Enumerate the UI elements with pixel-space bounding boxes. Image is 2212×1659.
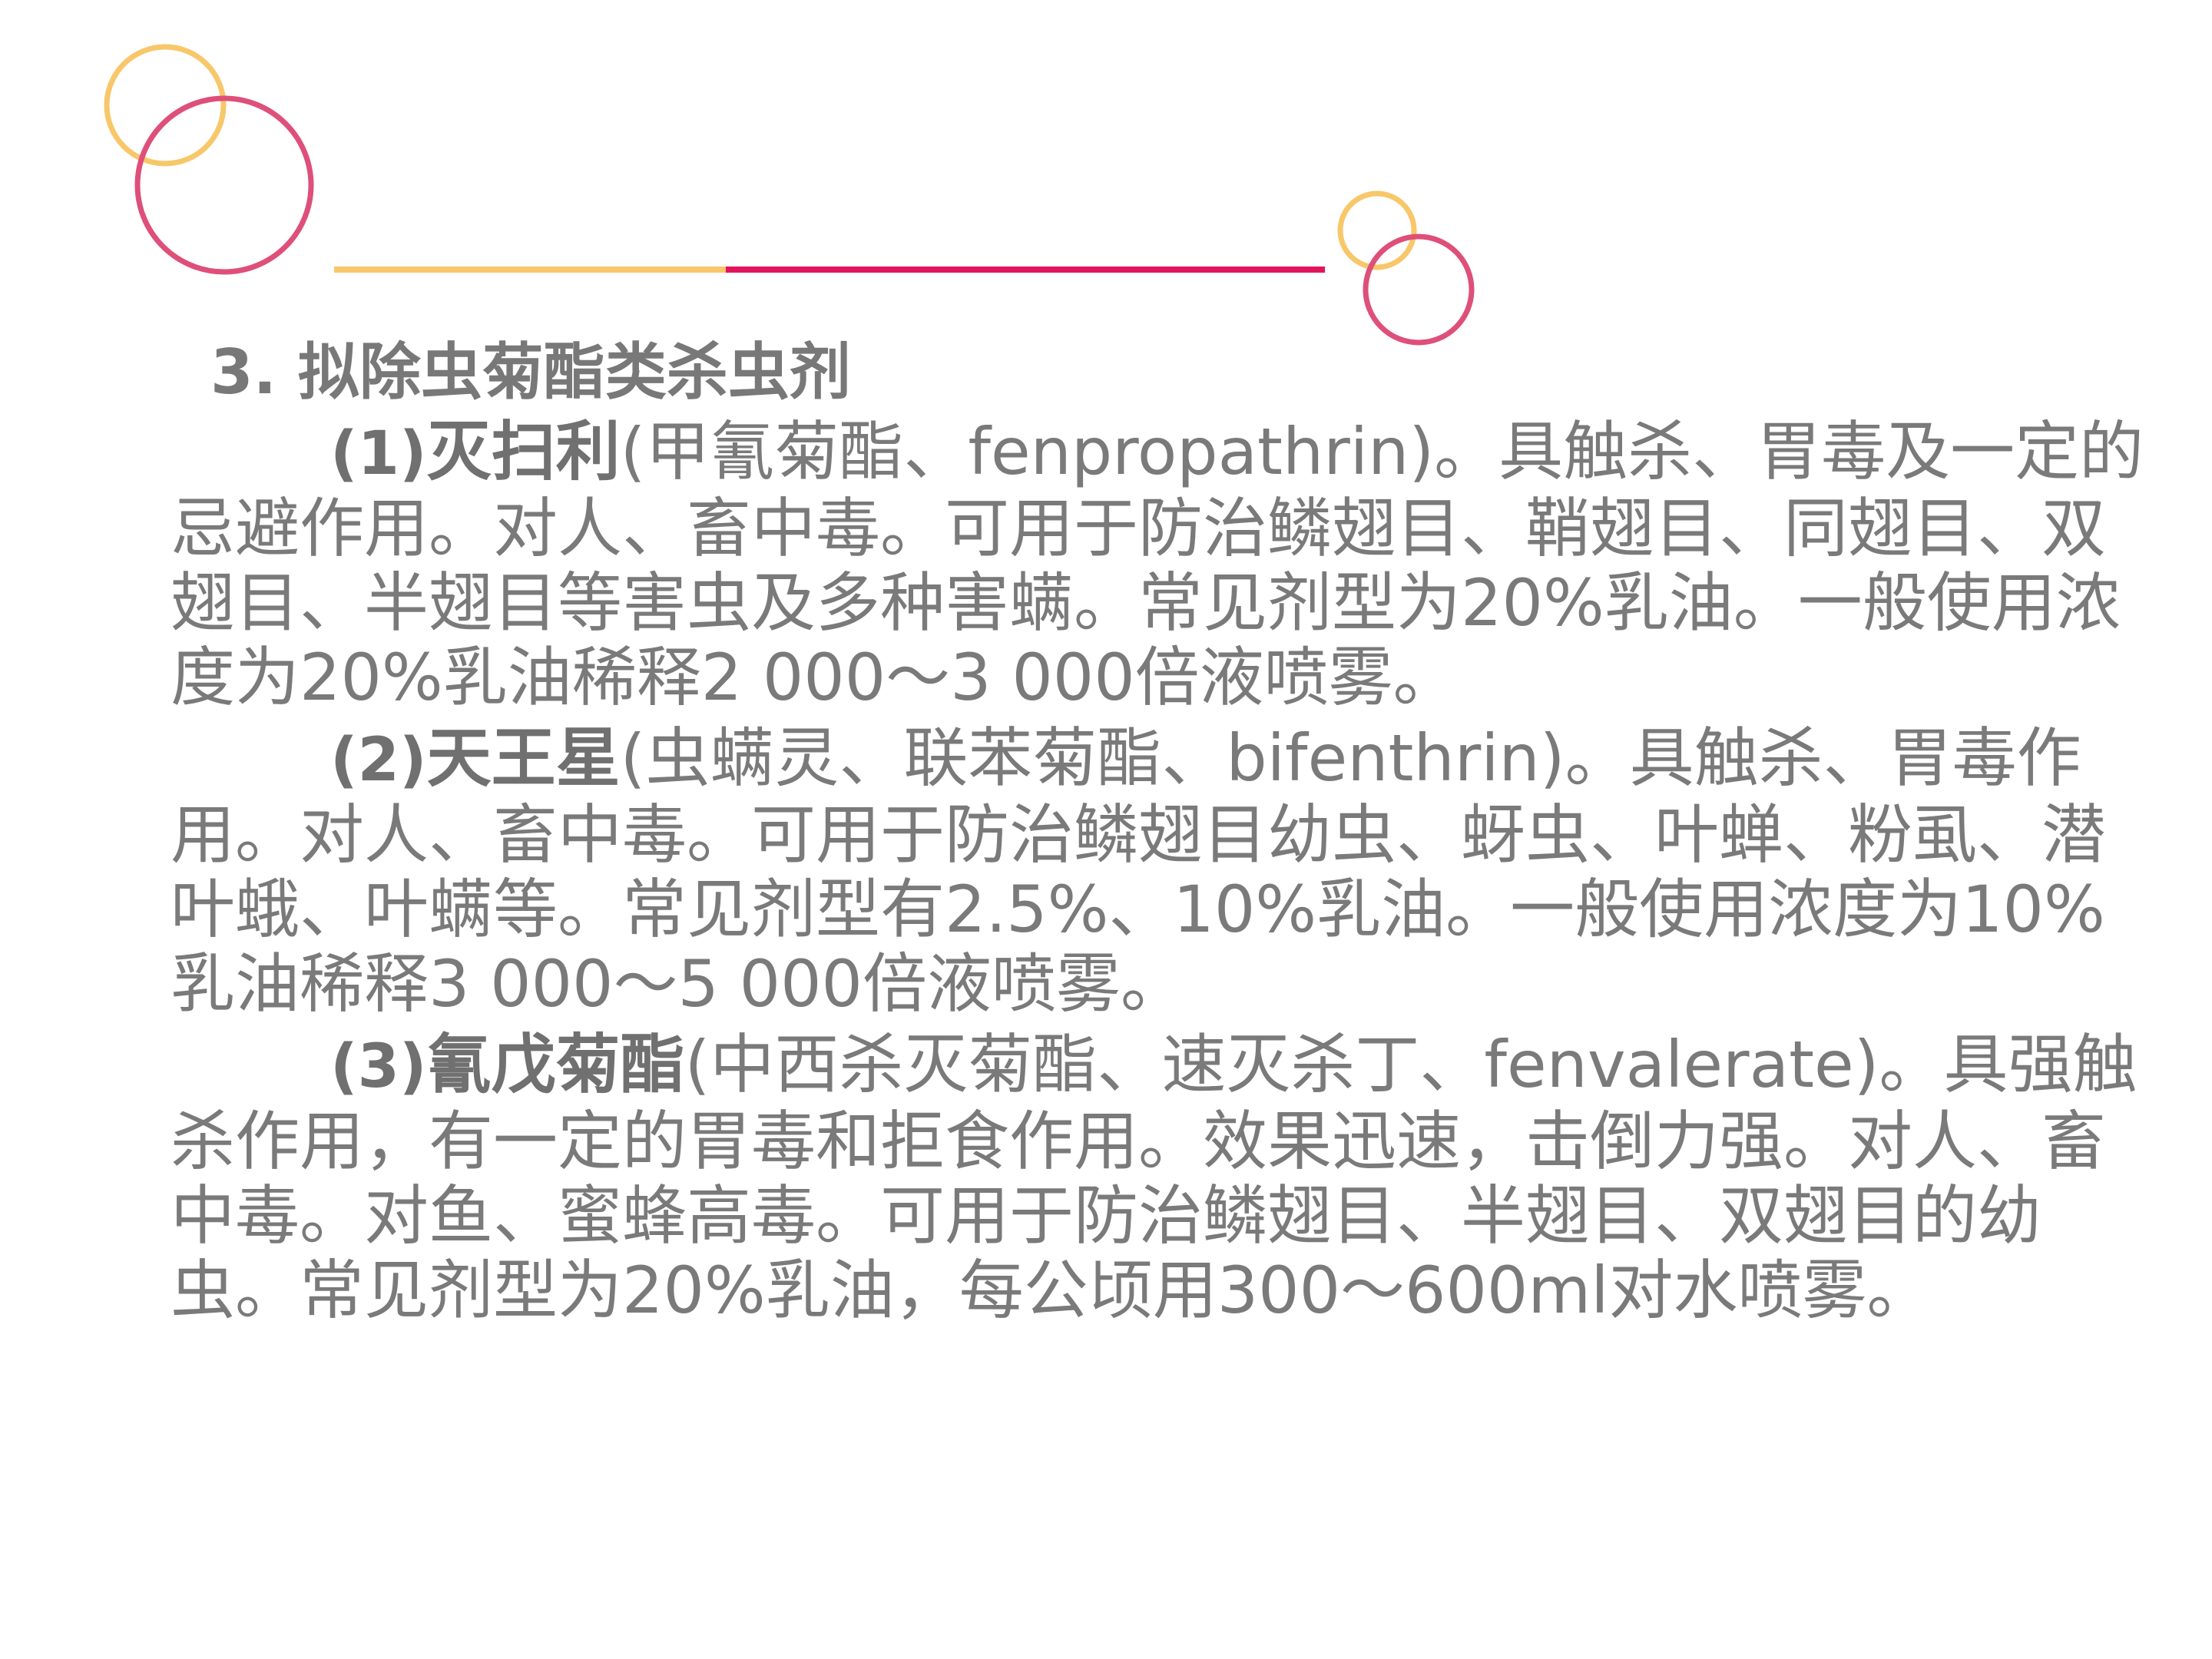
paragraph-text: (甲氰菊酯、fenpropathrin)。具触杀、胃毒及一定的忌避作用。对人、畜… xyxy=(171,414,2144,715)
pink-circle-top-left xyxy=(134,95,314,275)
pesticide-name: 灭扫利 xyxy=(426,414,621,489)
paragraph-fenvalerate: (3)氰戊菊酯(中西杀灭菊酯、速灭杀丁、fenvalerate)。具强触杀作用，… xyxy=(171,1028,2152,1328)
paragraph-bifenthrin: (2)天王星(虫螨灵、联苯菊酯、bifenthrin)。具触杀、胃毒作用。对人、… xyxy=(171,721,2152,1022)
pesticide-name: 氰戊菊酯 xyxy=(426,1027,685,1102)
paragraph-text: (中西杀灭菊酯、速灭杀丁、fenvalerate)。具强触杀作用，有一定的胃毒和… xyxy=(171,1027,2137,1328)
slide-content: 3. 拟除虫菊酯类杀虫剂 (1)灭扫利(甲氰菊酯、fenpropathrin)。… xyxy=(171,330,2152,1334)
pink-circle-right xyxy=(1363,233,1475,346)
yellow-circle-top-left xyxy=(104,44,227,167)
pesticide-name: 天王星 xyxy=(426,720,621,796)
item-number: (1) xyxy=(330,419,427,488)
item-number: (2) xyxy=(330,726,427,795)
section-heading: 3. 拟除虫菊酯类杀虫剂 xyxy=(210,336,851,408)
paragraph-fenpropathrin: (1)灭扫利(甲氰菊酯、fenpropathrin)。具触杀、胃毒及一定的忌避作… xyxy=(171,415,2152,715)
item-number: (3) xyxy=(330,1032,427,1101)
yellow-circle-right xyxy=(1337,190,1417,270)
paragraph-text: (虫螨灵、联苯菊酯、bifenthrin)。具触杀、胃毒作用。对人、畜中毒。可用… xyxy=(171,720,2107,1022)
